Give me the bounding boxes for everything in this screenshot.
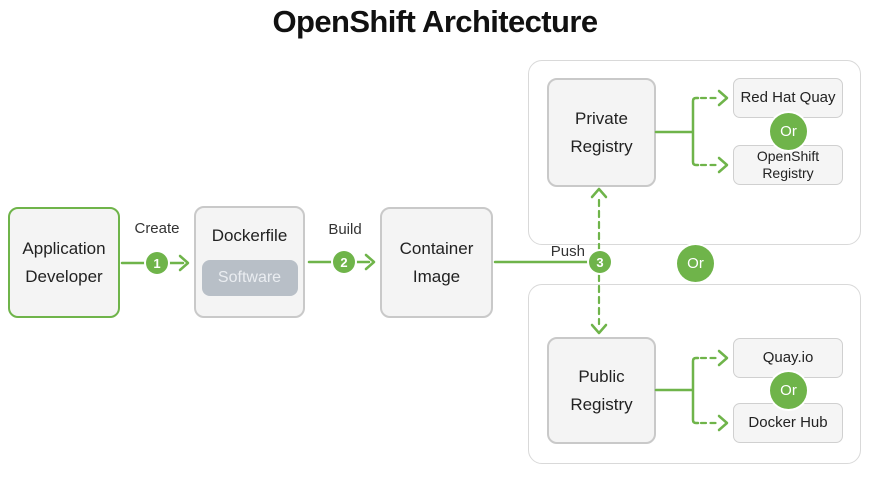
- public-registry-label: Public Registry: [570, 367, 633, 414]
- registry-choice-or-badge: Or: [677, 245, 714, 282]
- software-label: Software: [217, 269, 282, 287]
- private-or-badge: Or: [770, 113, 807, 150]
- dockerfile-label: Dockerfile: [211, 226, 288, 245]
- docker-hub-label: Docker Hub: [748, 413, 828, 431]
- step-2-badge: 2: [333, 251, 355, 273]
- container-image-node: Container Image: [380, 207, 493, 318]
- application-developer-node: Application Developer: [8, 207, 120, 318]
- red-hat-quay-label: Red Hat Quay: [740, 88, 836, 106]
- push-label: Push: [550, 243, 585, 260]
- dockerfile-node: Dockerfile Software: [194, 206, 305, 318]
- application-developer-label: Application Developer: [22, 239, 106, 286]
- private-registry-node: Private Registry: [547, 78, 656, 187]
- openshift-registry-node: OpenShift Registry: [733, 145, 843, 185]
- build-arrowhead-icon: [364, 253, 376, 271]
- step-1-badge: 1: [146, 252, 168, 274]
- red-hat-quay-node: Red Hat Quay: [733, 78, 843, 118]
- software-chip: Software: [201, 260, 298, 297]
- public-or-badge: Or: [770, 372, 807, 409]
- docker-hub-node: Docker Hub: [733, 403, 843, 443]
- create-arrowhead-icon: [178, 254, 190, 272]
- diagram-title: OpenShift Architecture: [272, 4, 599, 39]
- build-label: Build: [328, 221, 362, 238]
- step-3-badge: 3: [589, 251, 611, 273]
- public-registry-node: Public Registry: [547, 337, 656, 444]
- quay-io-label: Quay.io: [762, 348, 814, 366]
- create-label: Create: [134, 220, 180, 237]
- quay-io-node: Quay.io: [733, 338, 843, 378]
- openshift-registry-label: OpenShift Registry: [756, 147, 820, 182]
- container-image-label: Container Image: [399, 239, 474, 286]
- private-registry-label: Private Registry: [570, 109, 633, 156]
